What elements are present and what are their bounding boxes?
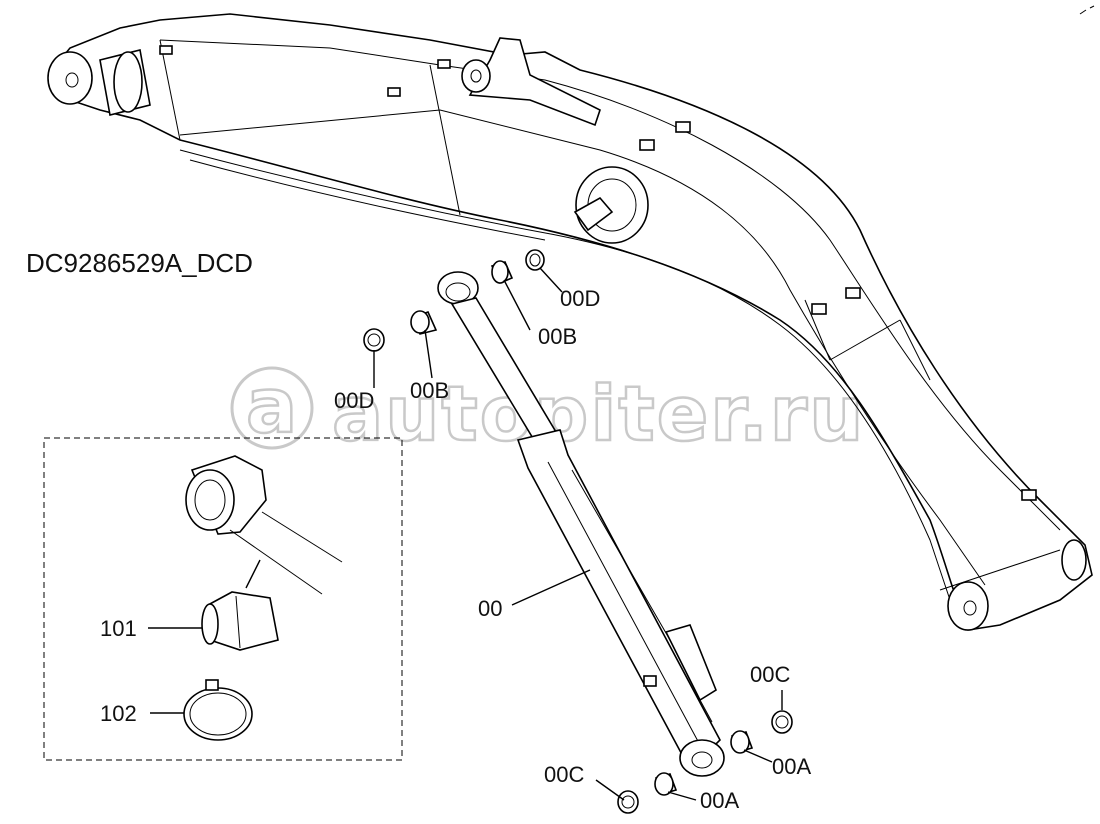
label-101: 101 (100, 616, 137, 641)
hydraulic-cylinder (437, 271, 725, 777)
label-102: 102 (100, 701, 137, 726)
label-00D-upper: 00D (560, 286, 600, 311)
label-00A-lower: 00A (700, 788, 739, 813)
label-00C-lower: 00C (544, 762, 584, 787)
label-00A-upper: 00A (772, 754, 811, 779)
leader-lines (148, 267, 783, 801)
label-00-cylinder: 00 (478, 596, 502, 621)
label-00B-upper: 00B (538, 324, 577, 349)
seal-102-part (183, 679, 253, 741)
watermark-logo-glyph: a (246, 361, 299, 450)
diagram-code: DC9286529A_DCD (26, 248, 253, 278)
bushing-set (363, 249, 793, 814)
watermark: a autopiter.ru (230, 360, 865, 459)
label-00B-lower: 00B (410, 378, 449, 403)
detail-box (43, 437, 403, 761)
watermark-text: autopiter.ru (332, 369, 865, 458)
corner-mark-icon (1079, 5, 1095, 15)
boom (47, 13, 1093, 631)
labels: DC9286529A_DCD 00D 00B 00D 00B 00 00C 00… (26, 248, 811, 813)
bushing-101-part (201, 591, 279, 651)
label-00C-upper: 00C (750, 662, 790, 687)
label-00D-lower: 00D (334, 388, 374, 413)
